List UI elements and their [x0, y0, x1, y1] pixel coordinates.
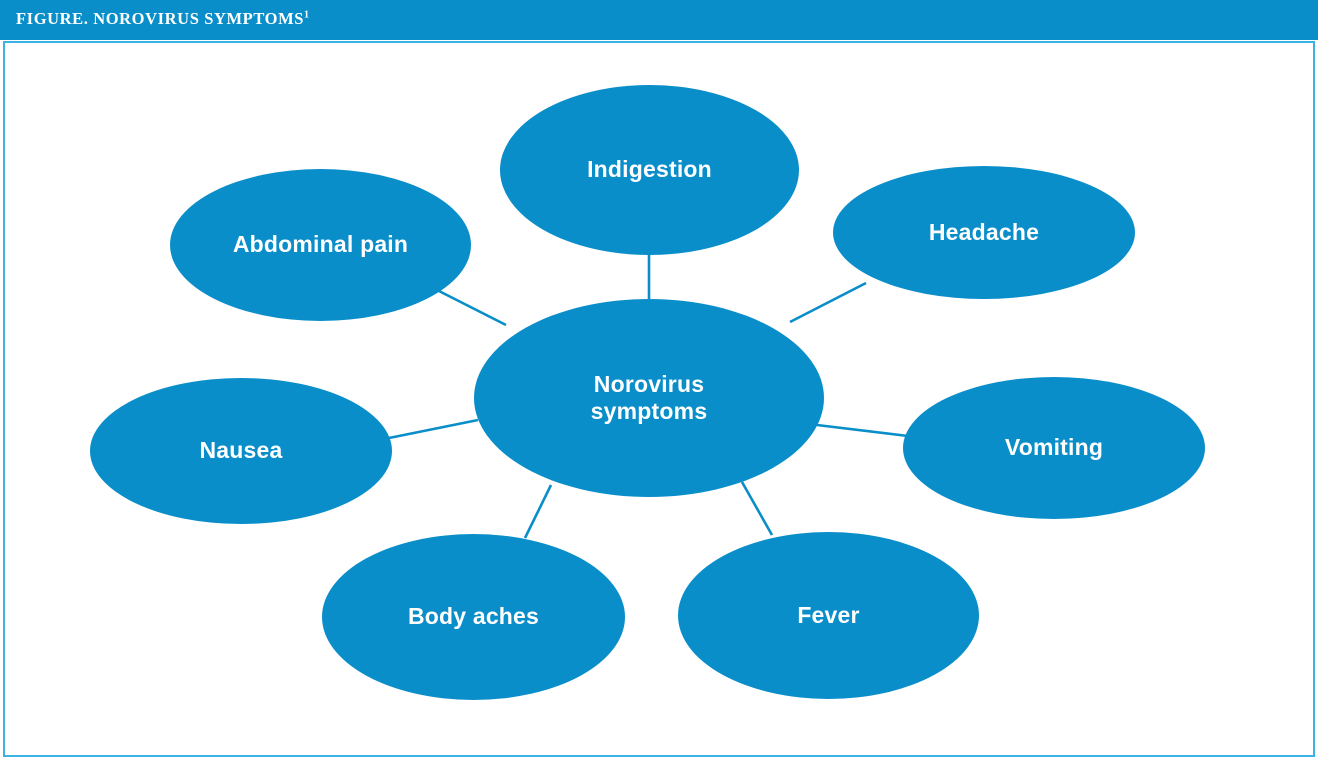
node-body-aches-label: Body aches [407, 603, 540, 630]
figure-title-text: FIGURE. NOROVIRUS SYMPTOMS [16, 9, 305, 28]
node-center-label-line1: Norovirus [593, 370, 705, 397]
node-nausea[interactable]: Nausea [90, 378, 392, 524]
node-indigestion-label: Indigestion [587, 156, 712, 183]
node-vomiting-label: Vomiting [1004, 434, 1104, 461]
node-abdominal-pain-label: Abdominal pain [232, 231, 409, 258]
figure-header-bar: FIGURE. NOROVIRUS SYMPTOMS1 [0, 0, 1318, 40]
node-center-label-line2: symptoms [590, 398, 708, 424]
node-fever-label: Fever [797, 601, 860, 628]
node-indigestion[interactable]: Indigestion [500, 85, 799, 255]
node-nausea-label: Nausea [199, 437, 283, 464]
figure-title: FIGURE. NOROVIRUS SYMPTOMS1 [16, 9, 310, 29]
node-headache[interactable]: Headache [833, 166, 1135, 299]
node-body-aches[interactable]: Body aches [322, 534, 625, 700]
node-headache-label: Headache [928, 218, 1040, 245]
node-vomiting[interactable]: Vomiting [903, 377, 1205, 519]
figure-title-footnote-marker: 1 [304, 9, 310, 21]
node-abdominal-pain[interactable]: Abdominal pain [170, 169, 471, 321]
node-fever[interactable]: Fever [678, 532, 979, 699]
